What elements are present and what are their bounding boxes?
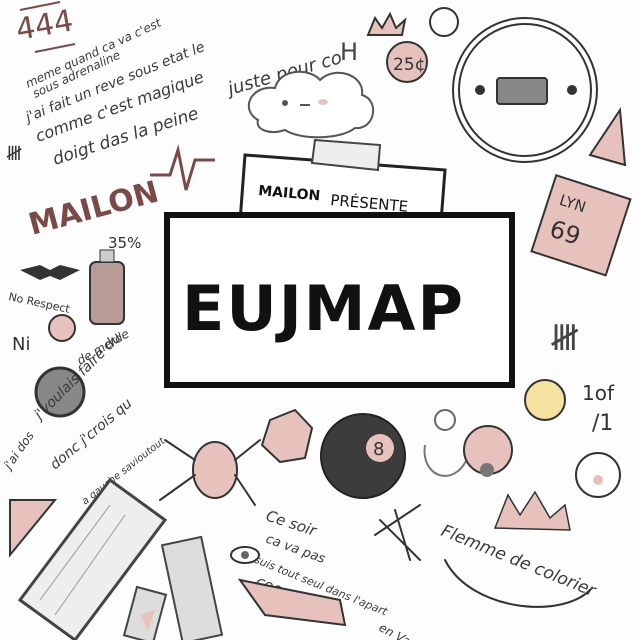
coin-doodle [34, 366, 86, 418]
tally-marks: 𝍸 [6, 141, 22, 165]
curve-doodle [444, 559, 591, 608]
triangle-doodle-left [9, 499, 58, 558]
price-coin: 25¢ [386, 41, 428, 83]
triangle-doodle [588, 107, 627, 167]
spider-web-doodle [374, 504, 421, 561]
bat-icon [20, 265, 80, 280]
svg-text:/1: /1 [592, 411, 613, 436]
spiral-icon [429, 7, 459, 37]
round-face-doodle [452, 17, 598, 163]
eye-doodle [230, 546, 347, 627]
water-bottle-doodle [89, 249, 125, 325]
crown-icon-bottom [493, 490, 571, 531]
ni-label: Ni [12, 334, 30, 355]
letter-h-doodle: H [340, 38, 358, 66]
cartoon-head-doodle [524, 379, 566, 421]
flower-doodle [423, 409, 471, 477]
svg-text:Flemme de colorier: Flemme de colorier [438, 521, 599, 602]
svg-text:EUJMAP: EUJMAP [182, 272, 465, 345]
svg-text:MAILON: MAILON [258, 183, 321, 204]
pack-doodle [17, 477, 168, 640]
no-respect-label: No Respect [7, 290, 71, 316]
lighter-doodle [122, 585, 168, 640]
svg-text:8: 8 [373, 439, 384, 460]
percent-label: 35% [108, 234, 141, 252]
turbo-doodle [463, 425, 513, 477]
title-box: EUJMAP [164, 212, 515, 388]
shield-badge-icon [260, 408, 314, 464]
one-of-one-label: 1of /1 [582, 381, 615, 436]
number-444-doodle: 444 [13, 1, 76, 53]
lyn-69-card: LYN 69 [530, 173, 632, 277]
svg-text:en Va: en Va [377, 620, 413, 640]
face-sticker [48, 314, 76, 342]
svg-text:MAILON: MAILON [25, 175, 162, 243]
svg-text:25¢: 25¢ [393, 55, 425, 75]
bottle-doodle [160, 535, 224, 640]
tally-marks-right: 𝍸 [550, 318, 579, 359]
cloud-doodle [247, 70, 375, 139]
crown-icon [366, 11, 407, 36]
spider-doodle [159, 439, 261, 506]
svg-text:1of: 1of [582, 381, 615, 405]
svg-text:j'ai dos: j'ai dos [0, 429, 37, 473]
eight-ball: 8 [320, 413, 406, 499]
